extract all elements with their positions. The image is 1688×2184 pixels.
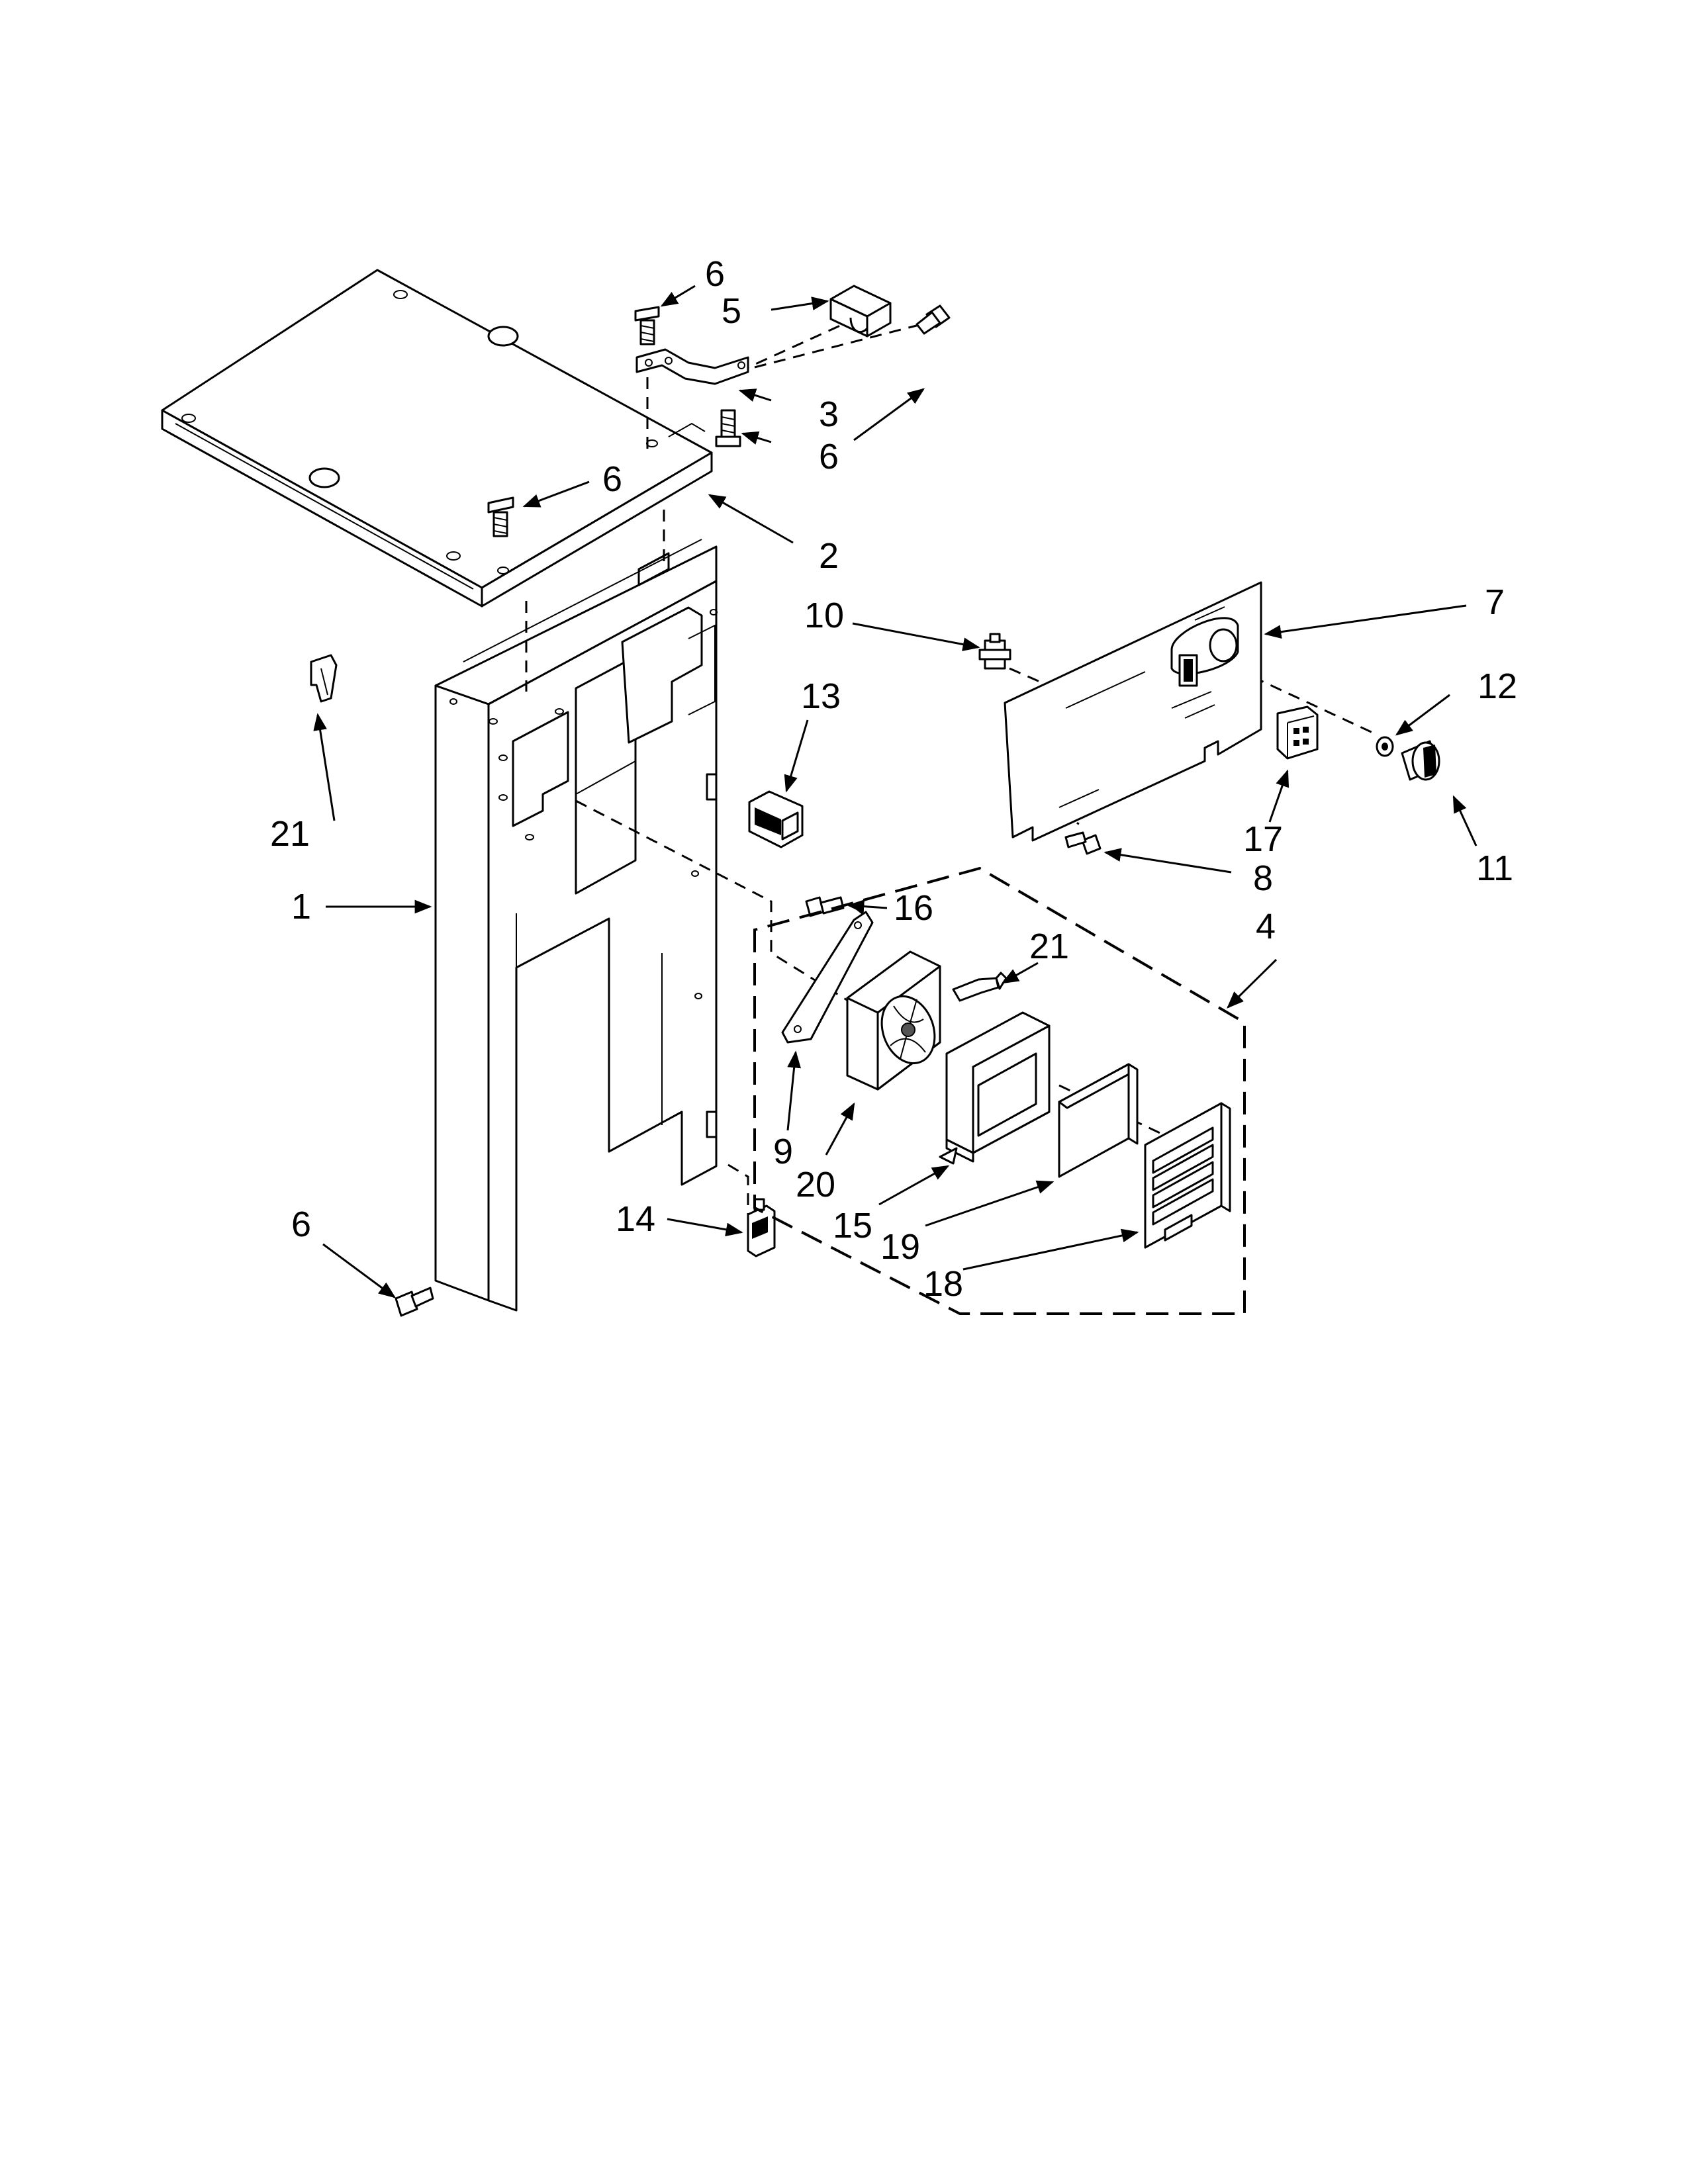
control-knob: [1401, 740, 1440, 781]
leader-lines: [313, 285, 1477, 1298]
cabinet-frame: [434, 539, 718, 1312]
callout-1: 1: [291, 887, 311, 927]
clip-kit: [952, 972, 1008, 1002]
callout-18: 18: [923, 1264, 963, 1304]
callout-5: 5: [722, 291, 741, 331]
screw-frame-bottom: [395, 1287, 434, 1317]
callout-21-kit: 21: [1029, 927, 1069, 966]
thermostat: [978, 633, 1011, 670]
rocker-switch: [748, 790, 804, 848]
screw-panel: [1064, 831, 1102, 855]
callout-labels: 6 5 3 6 6 2 10 7 12 13 21 17 8 11 1 16 4…: [270, 254, 1517, 1304]
fan-kit-boundary: [753, 866, 1246, 1315]
callout-20: 20: [796, 1165, 835, 1205]
callout-6-bottom: 6: [291, 1205, 311, 1244]
bracket-block: [829, 285, 892, 338]
callout-8: 8: [1253, 858, 1273, 898]
callout-6-cover: 6: [602, 459, 622, 499]
callout-15: 15: [833, 1206, 872, 1246]
screw-hinge-right: [915, 304, 951, 335]
door-switch: [747, 1198, 776, 1257]
hinge-strap: [635, 348, 749, 385]
cooling-fan: [846, 950, 941, 1091]
callout-21-left: 21: [270, 814, 310, 854]
callout-16: 16: [894, 888, 933, 928]
callout-12: 12: [1477, 666, 1517, 706]
control-panel: [1004, 581, 1262, 842]
callout-6-top: 6: [705, 254, 725, 294]
screw-top: [634, 306, 660, 345]
callout-7: 7: [1485, 582, 1505, 622]
vent-grille: [1144, 1102, 1231, 1249]
callout-19: 19: [880, 1227, 920, 1267]
callout-17: 17: [1243, 819, 1283, 859]
top-cover-plate: [161, 269, 713, 608]
callout-13: 13: [801, 676, 841, 716]
callout-9: 9: [773, 1132, 793, 1171]
callout-4: 4: [1256, 907, 1276, 946]
callout-10: 10: [804, 596, 844, 635]
callout-11: 11: [1476, 848, 1513, 888]
filter-pad: [1058, 1063, 1139, 1178]
bushing: [1376, 736, 1394, 757]
screw-cover: [487, 496, 514, 537]
clip-left: [310, 654, 338, 703]
callout-14: 14: [616, 1199, 655, 1239]
selector-switch: [1276, 705, 1319, 760]
fan-shroud: [939, 1011, 1051, 1165]
callout-6-hinge: 6: [819, 437, 839, 477]
callout-3: 3: [819, 394, 839, 434]
callout-2: 2: [819, 536, 839, 576]
screw-hinge-lower: [715, 409, 741, 447]
fan-bracket: [781, 911, 874, 1044]
